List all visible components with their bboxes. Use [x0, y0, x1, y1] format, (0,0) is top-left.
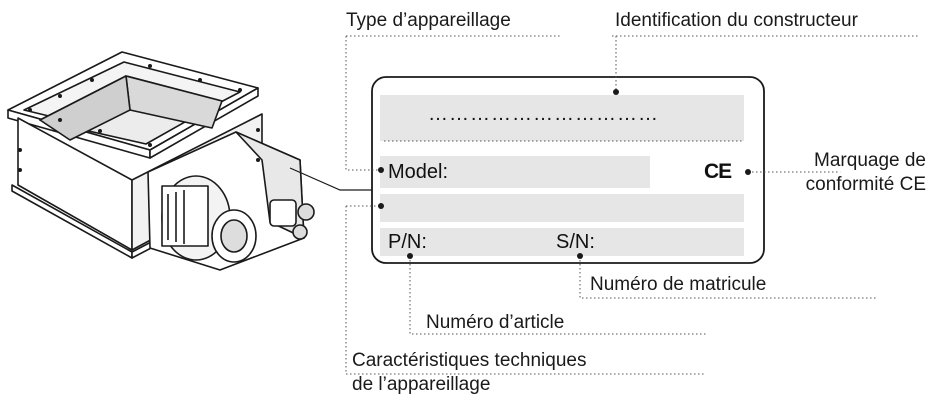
device-to-plate-leader	[289, 167, 372, 191]
manufacturer-field	[380, 95, 744, 141]
model-label: Model:	[388, 161, 449, 183]
ce-marking-label-line1: Marquage de	[814, 150, 926, 171]
tech-specs-label-line2: de l’appareillage	[352, 374, 491, 395]
device-illustration	[7, 51, 315, 271]
anchor-dots	[378, 89, 751, 259]
manufacturer-id-label: Identification du constructeur	[615, 10, 858, 31]
sn-label: S/N:	[556, 231, 595, 253]
pn-sn-field	[380, 228, 744, 256]
serial-number-label: Numéro de matricule	[590, 274, 767, 295]
model-field	[380, 156, 650, 188]
manufacturer-placeholder-dots: ……………………………	[428, 103, 659, 125]
tech-specs-field	[380, 194, 744, 222]
nameplate	[371, 76, 765, 264]
ce-marking-label-line2: conformité CE	[805, 174, 926, 195]
ce-mark-icon: CE	[704, 160, 732, 183]
tech-specs-label-line1: Caractéristiques techniques	[352, 350, 587, 371]
device-type-label: Type d’appareillage	[346, 10, 511, 31]
leader-lines	[345, 35, 920, 375]
article-number-label: Numéro d’article	[426, 312, 565, 333]
pn-label: P/N:	[388, 231, 427, 253]
